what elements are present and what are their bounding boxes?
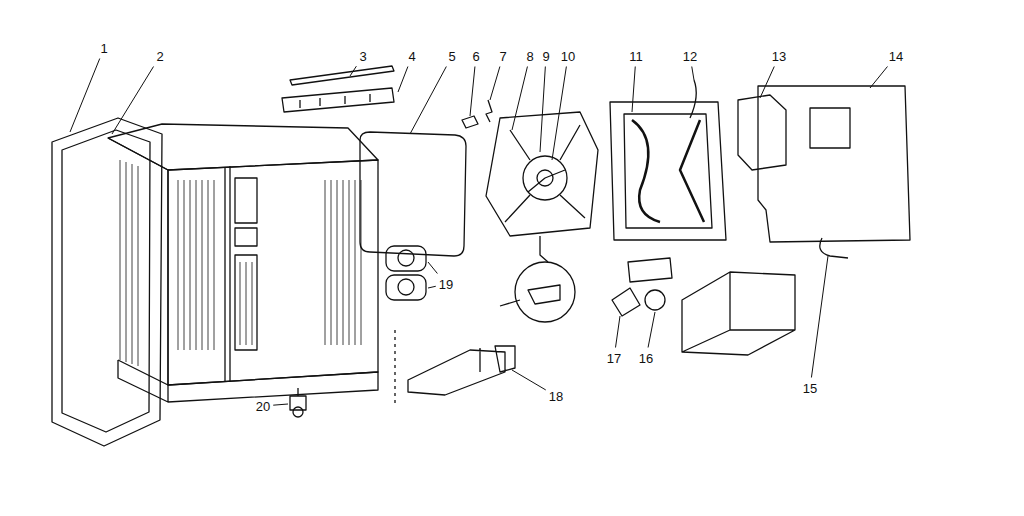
front-grille-slats	[120, 160, 138, 366]
control-window	[235, 228, 257, 246]
condenser-inner	[624, 114, 712, 228]
leader-line	[490, 67, 500, 101]
leader-line	[870, 67, 887, 89]
callout-number: 17	[607, 351, 621, 366]
side-louvers	[240, 180, 361, 345]
callout-number: 7	[499, 49, 506, 64]
switch	[628, 258, 672, 282]
leader-line	[428, 286, 436, 288]
detail-bracket	[500, 285, 560, 306]
power-cord	[820, 238, 848, 258]
callout-number: 6	[472, 49, 479, 64]
callout-number: 20	[256, 399, 270, 414]
knob-face	[398, 279, 414, 295]
mount-bracket	[408, 346, 515, 395]
leader-line	[112, 67, 154, 135]
callout-number: 18	[549, 389, 563, 404]
detail-circle	[515, 262, 575, 322]
cabinet-top	[108, 124, 378, 170]
capacitor	[645, 290, 665, 310]
fan-motor	[523, 156, 567, 200]
callout-number: 19	[439, 277, 453, 292]
callout-number: 4	[408, 49, 415, 64]
tube	[690, 80, 696, 118]
leader-line	[273, 404, 288, 405]
spring	[486, 100, 492, 122]
top-rail	[290, 66, 394, 85]
front-frame	[52, 118, 162, 446]
panel-window	[810, 108, 850, 148]
leader-line	[616, 316, 621, 348]
control-window	[235, 178, 257, 223]
callout-number: 1	[100, 41, 107, 56]
leader-line	[632, 67, 635, 113]
leader-line	[350, 66, 356, 76]
leader-line	[692, 67, 694, 81]
louvers	[178, 180, 214, 350]
leader-line	[410, 67, 446, 135]
leader-line	[540, 67, 545, 153]
leader-line	[428, 262, 437, 274]
leader-line	[648, 312, 655, 348]
knob	[386, 246, 426, 271]
callout-number: 2	[156, 49, 163, 64]
motor-leads	[540, 236, 548, 262]
callout-number: 10	[561, 49, 575, 64]
callout-number: 12	[683, 49, 697, 64]
condenser-coil	[632, 120, 704, 222]
leader-line	[512, 370, 546, 390]
control-box	[738, 95, 786, 170]
motor-shaft	[528, 170, 565, 192]
clip	[462, 116, 478, 128]
knob	[386, 275, 426, 300]
back-panel	[758, 86, 910, 242]
callout-number: 15	[803, 381, 817, 396]
cabinet-front	[168, 160, 378, 385]
leader-line	[70, 59, 100, 133]
callout-number: 3	[359, 49, 366, 64]
compressor-tray	[682, 272, 795, 355]
knob-face	[398, 250, 414, 266]
callout-number: 9	[542, 49, 549, 64]
leader-line	[398, 67, 408, 93]
caster-wheel	[293, 407, 303, 417]
leader-line	[811, 256, 828, 378]
shroud-braces	[505, 125, 585, 222]
cabinet-base	[118, 360, 378, 402]
leader-line	[470, 67, 475, 117]
callout-number: 11	[629, 49, 643, 64]
callout-number: 8	[526, 49, 533, 64]
filter-pad	[360, 132, 466, 256]
callout-number: 5	[448, 49, 455, 64]
relay	[612, 288, 640, 316]
fan-shroud	[486, 112, 598, 236]
leader-line	[552, 67, 566, 161]
cabinet-side	[108, 138, 168, 385]
condenser-frame	[610, 102, 726, 240]
callout-number: 13	[772, 49, 786, 64]
screw-axis	[394, 330, 395, 405]
leader-line	[512, 67, 527, 131]
callout-number: 14	[889, 49, 903, 64]
bracket-rail	[282, 88, 394, 112]
callout-number: 16	[639, 351, 653, 366]
leader-line	[760, 67, 774, 99]
cabinet-divider	[225, 166, 230, 382]
